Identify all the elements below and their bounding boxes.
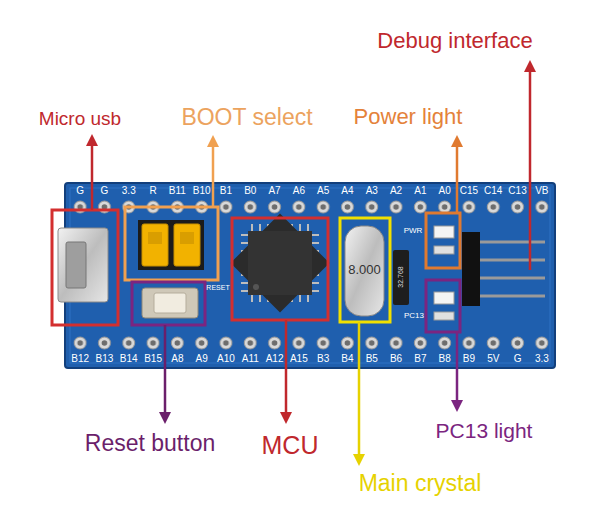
- pin-name: A11: [242, 353, 259, 365]
- pin-name: B15: [144, 353, 162, 365]
- callout-label: Main crystal: [359, 470, 482, 498]
- pin-name: A10: [217, 353, 235, 365]
- pin-name: A5: [317, 185, 329, 197]
- pin-name: VB: [535, 185, 548, 197]
- pin-name: B6: [390, 353, 402, 365]
- pin-name: B14: [120, 353, 138, 365]
- silkscreen-text: PC13: [404, 311, 424, 321]
- pin-name: A4: [341, 185, 353, 197]
- pin-name: A7: [268, 185, 280, 197]
- pin-name: A1: [414, 185, 426, 197]
- pin-name: G: [76, 185, 84, 197]
- pin-name: A2: [390, 185, 402, 197]
- callout-label: PC13 light: [436, 418, 533, 443]
- pin-name: G: [514, 353, 522, 365]
- pin-name: B13: [96, 353, 114, 365]
- pin-name: C15: [460, 185, 478, 197]
- pin-name: B7: [414, 353, 426, 365]
- pin-name: 3.3: [122, 185, 136, 197]
- crystal-marking: 32.768: [397, 266, 405, 287]
- pin-name: R: [149, 185, 156, 197]
- pin-name: 3.3: [535, 353, 549, 365]
- pin-name: B8: [439, 353, 451, 365]
- pin-name: B1: [220, 185, 232, 197]
- pin-name: G: [101, 185, 109, 197]
- callout-label: BOOT select: [181, 104, 312, 132]
- pin-name: B3: [317, 353, 329, 365]
- pin-name: A15: [290, 353, 308, 365]
- pin-name: A3: [366, 185, 378, 197]
- pin-name: A6: [293, 185, 305, 197]
- pin-name: B12: [71, 353, 89, 365]
- pin-name: C14: [484, 185, 502, 197]
- callout-label: Reset button: [85, 430, 215, 458]
- pin-name: C13: [508, 185, 526, 197]
- pin-name: B10: [193, 185, 211, 197]
- crystal-marking: 8.000: [348, 262, 381, 278]
- pin-name: B11: [169, 185, 186, 197]
- silkscreen-text: PWR: [404, 226, 423, 236]
- callout-label: Micro usb: [39, 108, 121, 131]
- pin-name: A9: [196, 353, 208, 365]
- silkscreen-text: RESET: [206, 284, 229, 292]
- pin-name: B9: [463, 353, 475, 365]
- pin-name: B0: [244, 185, 256, 197]
- pin-name: 5V: [487, 353, 499, 365]
- callout-label: MCU: [262, 430, 319, 460]
- pin-name: A8: [171, 353, 183, 365]
- pin-name: B5: [366, 353, 378, 365]
- pin-name: A0: [439, 185, 451, 197]
- pin-name: A12: [266, 353, 284, 365]
- callout-label: Debug interface: [377, 28, 532, 54]
- pin-name: B4: [341, 353, 353, 365]
- callout-label: Power light: [354, 104, 463, 130]
